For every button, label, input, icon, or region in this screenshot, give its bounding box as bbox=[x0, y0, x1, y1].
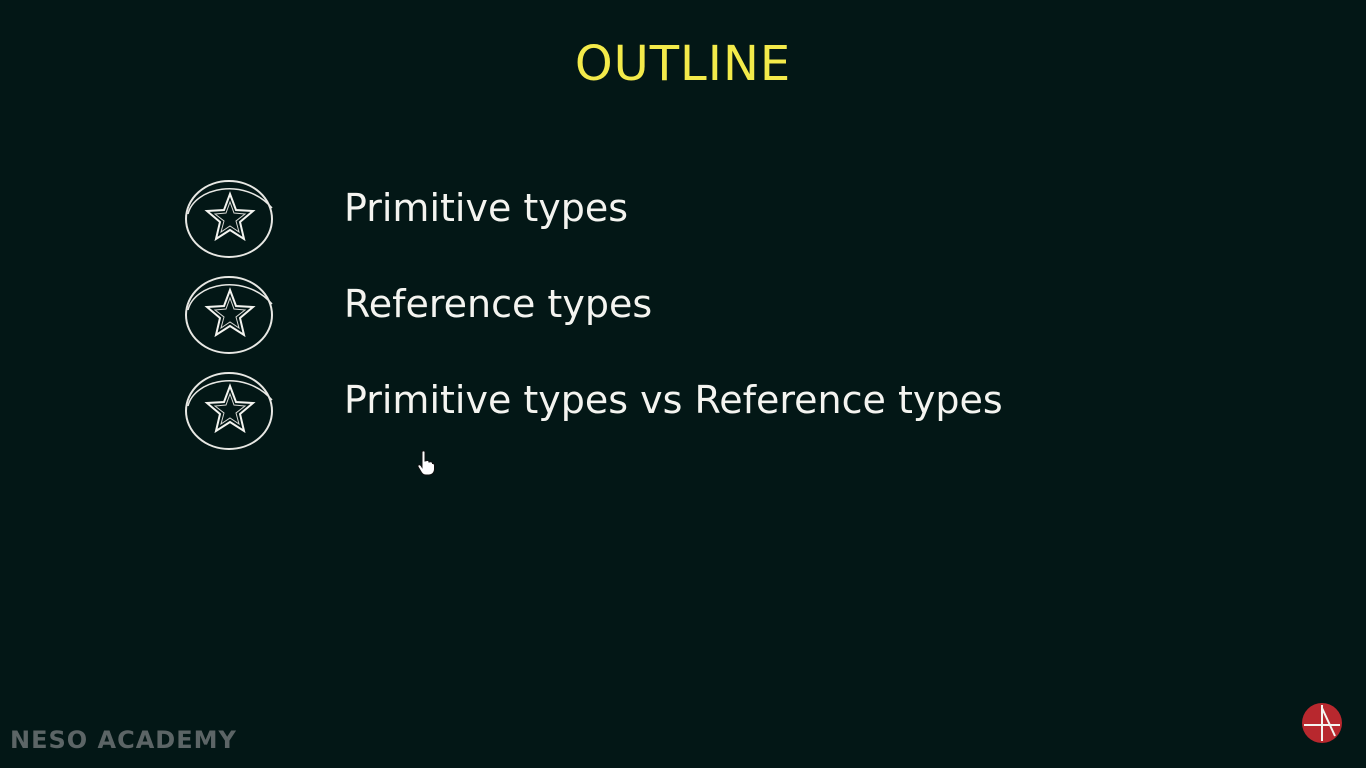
outline-item: Primitive types vs Reference types bbox=[184, 362, 1003, 458]
hand-pointer-icon bbox=[417, 450, 435, 476]
outline-item-label: Primitive types bbox=[344, 186, 629, 230]
star-icon bbox=[185, 276, 273, 354]
outline-item: Primitive types bbox=[184, 170, 628, 266]
outline-item-label: Reference types bbox=[344, 282, 653, 326]
watermark: NESO ACADEMY bbox=[10, 726, 237, 754]
star-icon bbox=[185, 372, 273, 450]
star-icon bbox=[185, 180, 273, 258]
outline-item: Reference types bbox=[184, 266, 652, 362]
slide-title: OUTLINE bbox=[574, 36, 792, 92]
neso-logo-icon bbox=[1302, 703, 1342, 743]
outline-list: Primitive types Reference types Primitiv… bbox=[184, 170, 1003, 458]
outline-item-label: Primitive types vs Reference types bbox=[344, 378, 1003, 422]
